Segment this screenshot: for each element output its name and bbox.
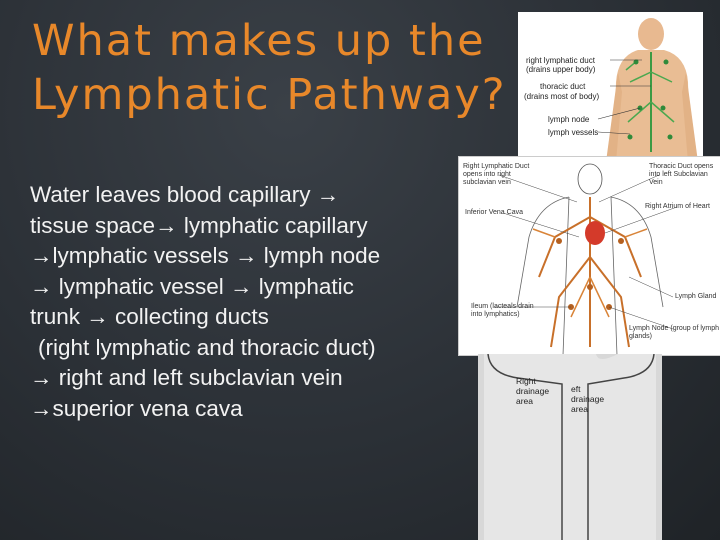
label-lymph-node-group: Lymph Node (group of lymph glands) [629,325,720,340]
body-line-5: trunk → collecting ducts [30,304,269,329]
label-left-drainage-area: eft drainage area [571,384,605,414]
body-outline-illustration [495,163,678,355]
body-line-1: Water leaves blood capillary → [30,182,340,207]
label-right-lymphatic-duct: right lymphatic duct [526,56,595,65]
label-right-duct-opens: Right Lymphatic Duct opens into right su… [463,163,530,186]
label-thoracic-drains: (drains most of body) [524,92,600,101]
label-inferior-vena-cava: Inferior Vena Cava [465,209,523,216]
label-right-atrium: Right Atrium of Heart [645,203,710,210]
body-line-6: (right lymphatic and thoracic duct) [38,334,376,360]
label-right-duct-drains: (drains upper body) [526,65,596,74]
label-lymph-gland: Lymph Gland [675,293,717,300]
lymph-drainage-diagram: Right Lymphatic Duct opens into right su… [458,156,720,356]
label-thoracic-duct: thoracic duct [540,82,586,91]
slide-title: What makes up the Lymphatic Pathway? [32,14,522,122]
slide-body: Water leaves blood capillary → tissue sp… [30,180,470,424]
lymphatic-system-figure: right lymphatic duct (drains upper body)… [518,12,703,162]
label-right-drainage-area: Right drainage area [516,376,550,406]
body-line-4: → lymphatic vessel → lymphatic [30,273,354,299]
body-line-2: tissue space→ lymphatic capillary [30,212,368,238]
label-lymph-node: lymph node [548,115,590,124]
label-lymph-vessels: lymph vessels [548,128,599,137]
body-line-7: → right and left subclavian vein [30,365,343,390]
drainage-silhouette [484,354,656,540]
title-line-2: Lymphatic Pathway? [32,70,507,120]
body-line-8: →superior vena cava [30,395,243,421]
drainage-area-figure: Right drainage area eft drainage area [478,354,662,540]
label-ileum: Ileum (lacteals drain into lymphatics) [471,303,534,318]
body-line-3: →lymphatic vessels → lymph node [30,243,381,268]
torso-illustration [597,18,698,162]
title-line-1: What makes up the [32,16,486,66]
label-thoracic-opens: Thoracic Duct opens into left Subclavian… [649,163,714,186]
